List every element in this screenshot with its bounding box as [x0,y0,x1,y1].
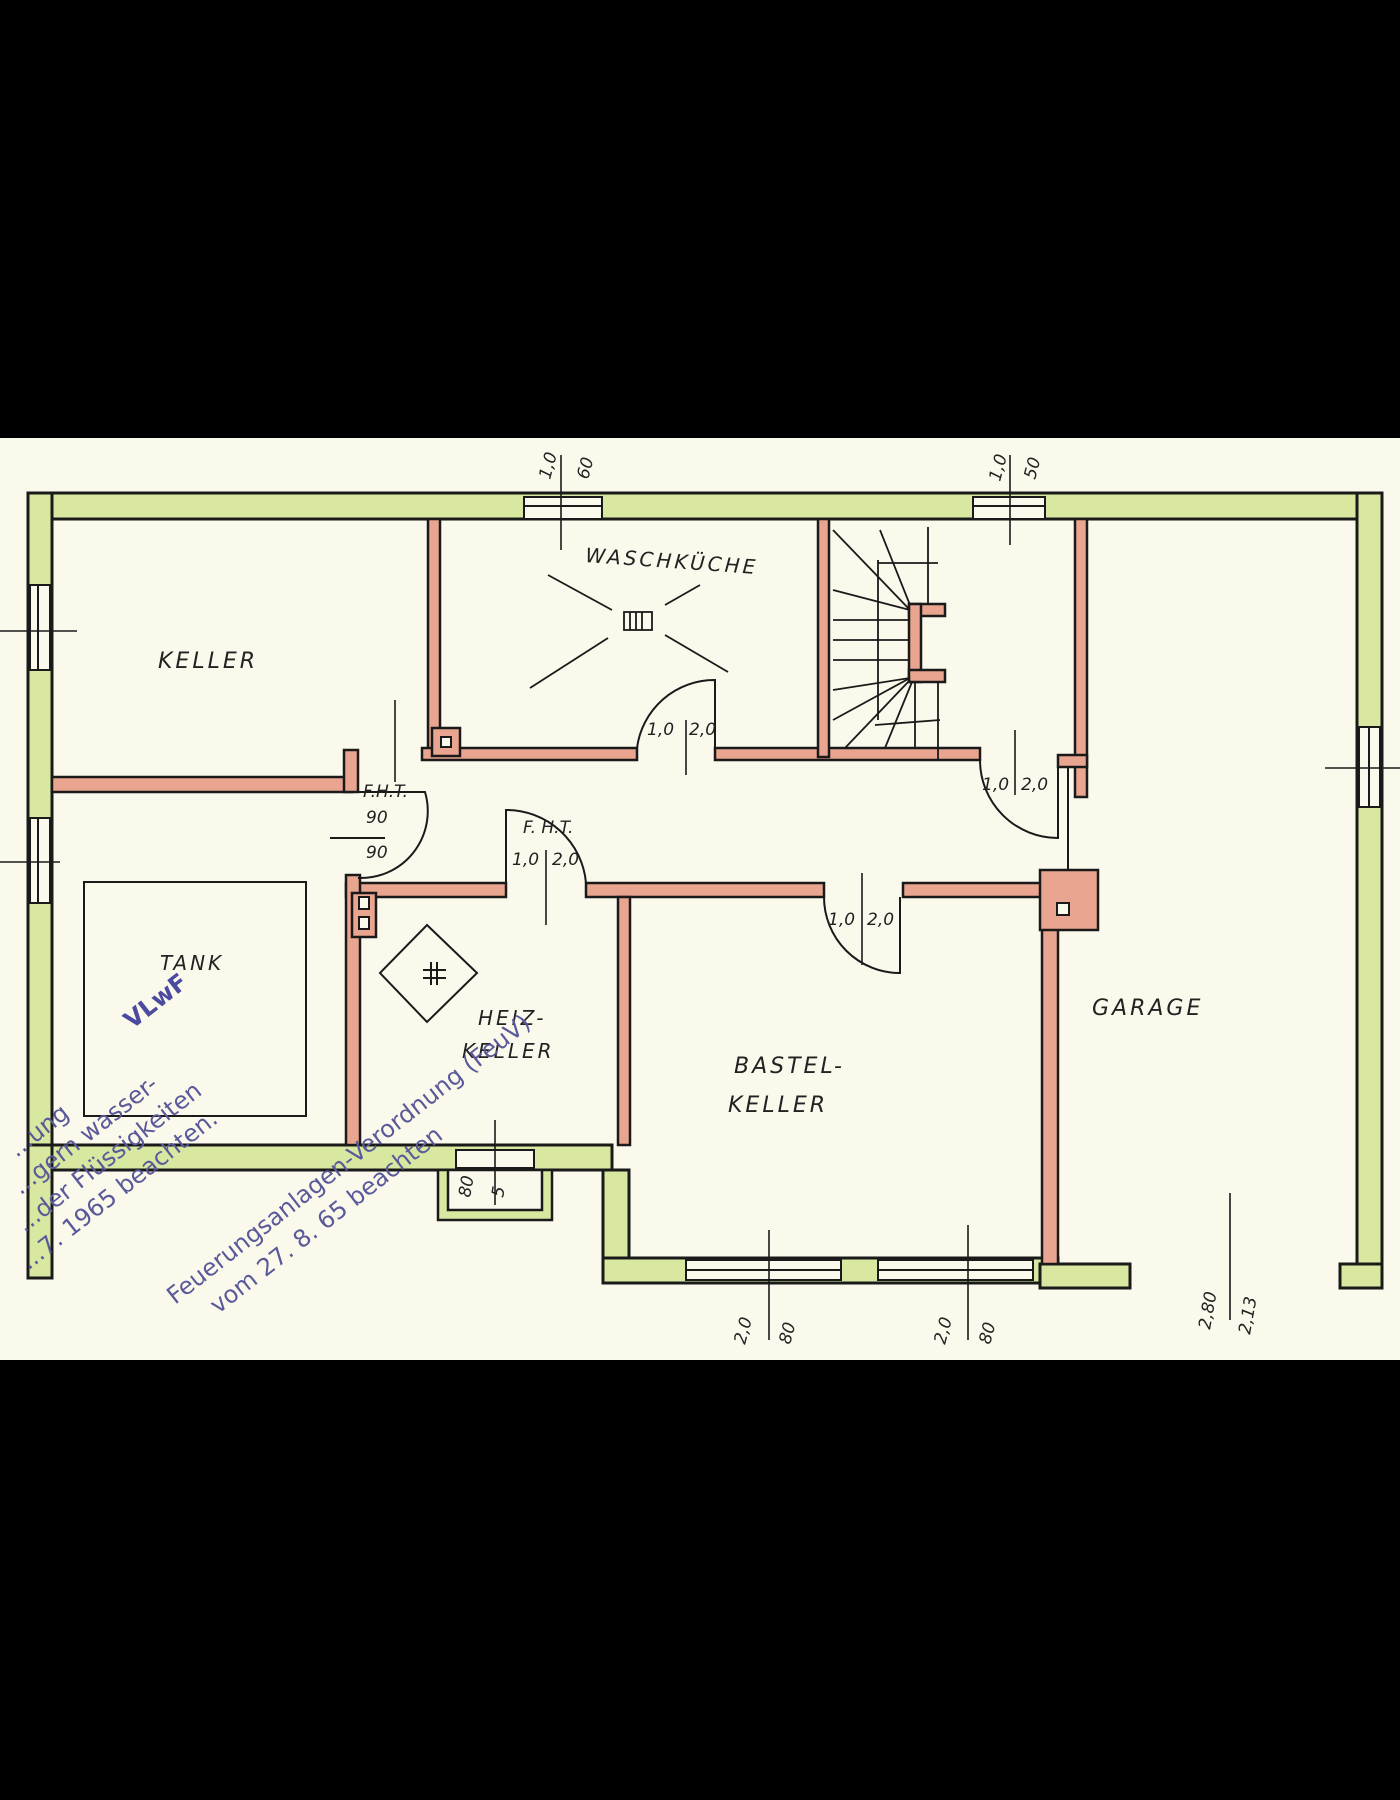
window-h-lightwell: 5 [488,1185,510,1199]
door-swings [330,678,1069,975]
door-w-bastel: 1,0 [828,910,855,930]
window-w-top-stair: 1,0 [986,452,1012,483]
door-width-fht: 90 [366,808,388,828]
door-w-wasch: 1,0 [647,720,674,740]
window-w-top-wasch: 1,0 [536,450,562,481]
chimney-flues [358,736,1070,930]
room-label-bastelkeller-2: KELLER [728,1093,828,1118]
window-w-bastel-2: 2,0 [931,1315,957,1346]
interior-walls [50,517,1100,1266]
oil-tank-outline [83,881,307,1117]
door-w-heiz: 1,0 [512,850,539,870]
staircase [832,527,941,760]
garage-door-w: 2,80 [1195,1290,1221,1331]
plan-sheet: KELLER WASCHKÜCHE TANK HEIZ- KELLER BAST… [0,438,1400,1360]
door-label-heiz: F. H.T. [523,818,573,838]
room-label-keller: KELLER [158,649,258,674]
floor-drain-symbol [529,574,729,689]
window-h-top-wasch: 60 [574,455,599,481]
window-w-bastel-1: 2,0 [731,1315,757,1346]
door-h-bastel: 2,0 [867,910,894,930]
window-w-lightwell: 80 [455,1174,478,1199]
door-w-stair: 1,0 [982,775,1009,795]
room-label-waschkueche: WASCHKÜCHE [585,543,759,579]
door-h-stair: 2,0 [1021,775,1048,795]
garage-door-h: 2,13 [1235,1295,1261,1336]
svg-text:VLwF: VLwF [119,968,193,1035]
room-label-tank: TANK [160,951,224,975]
room-label-heizkeller-1: HEIZ- [478,1006,547,1030]
room-label-bastelkeller-1: BASTEL- [734,1054,845,1079]
room-label-heizkeller-2: KELLER [462,1039,555,1063]
heater-symbol [378,923,479,1024]
room-label-garage: GARAGE [1092,996,1203,1021]
door-height-fht: 90 [366,843,388,863]
window-h-bastel-1: 80 [776,1320,801,1346]
window-h-top-stair: 50 [1021,455,1046,481]
dimension-lines [0,455,1400,1340]
exterior-windows [29,496,1381,1281]
door-h-wasch: 2,0 [689,720,716,740]
door-h-heiz: 2,0 [552,850,579,870]
window-h-bastel-2: 80 [976,1320,1001,1346]
door-label-fht: F.H.T. [363,782,408,802]
